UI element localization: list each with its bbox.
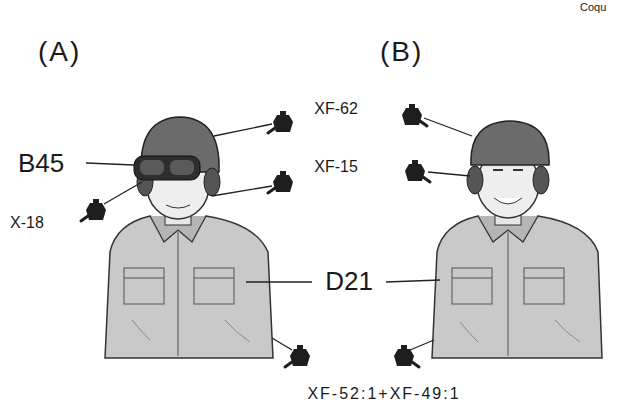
goggle-lens (170, 160, 194, 175)
figure-letter: (B) (380, 38, 423, 66)
pocket-flap (124, 278, 234, 279)
paint-icon (81, 199, 106, 221)
paint-code: X-18 (10, 215, 44, 231)
part-number: D21 (325, 268, 373, 294)
figure-letter: (A) (38, 38, 81, 66)
leader-line (410, 340, 434, 350)
ear-cup (533, 166, 549, 194)
fold (132, 320, 250, 342)
figure-a (105, 117, 273, 358)
paint-mix: XF-52:1+XF-49:1 (307, 386, 460, 402)
goggles (134, 156, 200, 180)
pocket (524, 268, 564, 304)
fold (460, 320, 580, 342)
pocket-flap (452, 278, 564, 279)
figure-b (432, 121, 602, 358)
leader-line (104, 182, 142, 204)
leader-line (214, 124, 272, 136)
leader-line (246, 281, 312, 282)
pocket (452, 268, 492, 304)
leader-line (386, 280, 440, 282)
eyes (493, 169, 523, 171)
part-number: B45 (18, 150, 64, 176)
cut-off-text: Coqu (580, 2, 606, 13)
paint-icon (285, 345, 310, 367)
pocket (124, 268, 164, 304)
paint-icon (405, 160, 430, 182)
pocket (194, 268, 234, 304)
leader-line (86, 163, 134, 165)
paint-code: XF-62 (314, 101, 358, 117)
leader-line (424, 118, 472, 136)
shirt (105, 216, 273, 358)
paint-icon (402, 104, 427, 126)
paint-icon (394, 345, 419, 367)
leader-line (212, 186, 272, 196)
helmet (471, 121, 549, 165)
leader-lines (86, 118, 472, 350)
goggle-lens (140, 160, 164, 175)
ear-cup (204, 168, 220, 196)
smile (494, 198, 522, 204)
ear-cup (467, 166, 483, 194)
paint-icon (268, 111, 293, 133)
mouth (166, 205, 190, 208)
shirt (432, 216, 602, 358)
leader-line (428, 172, 470, 176)
leader-line (272, 338, 292, 350)
paint-code: XF-15 (314, 159, 358, 175)
placket (508, 232, 509, 356)
paint-icon (268, 171, 293, 193)
placket (178, 232, 179, 356)
